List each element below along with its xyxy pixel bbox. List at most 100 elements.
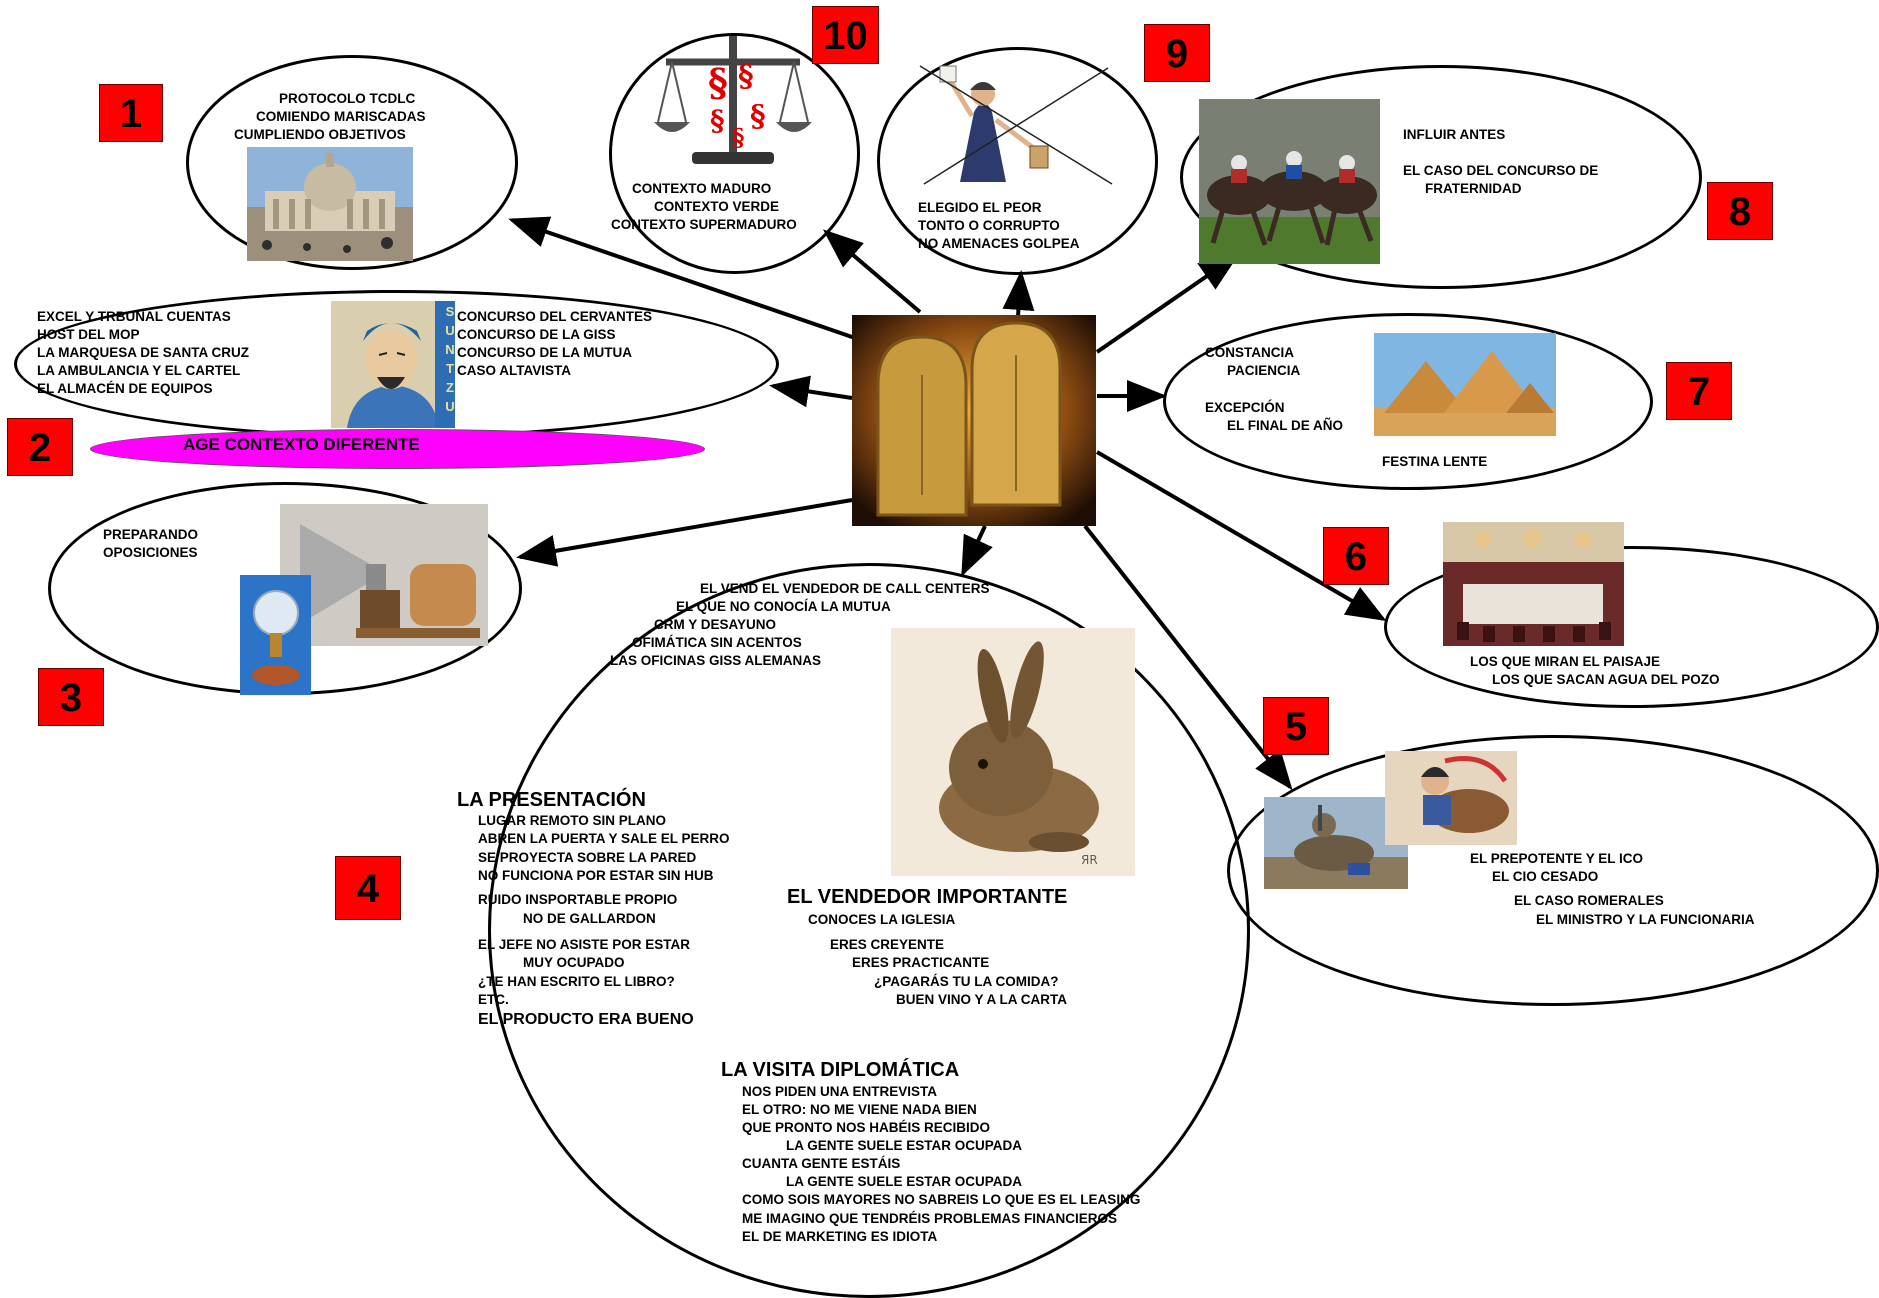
node-2-left-line: LA AMBULANCIA Y EL CARTEL (37, 363, 241, 378)
presentacion-line: ETC. (478, 992, 509, 1007)
meeting-room-image (1443, 522, 1624, 646)
visita-line: NOS PIDEN UNA ENTREVISTA (742, 1084, 938, 1099)
number-badge-1: 1 (99, 84, 163, 142)
number-badge-7: 7 (1666, 362, 1732, 420)
arrow-to-1 (508, 216, 856, 340)
svg-text:§: § (708, 60, 728, 105)
node-6-line: LOS QUE SACAN AGUA DEL POZO (1492, 672, 1720, 687)
node-1-oval (186, 55, 518, 270)
visita-line: COMO SOIS MAYORES NO SABREIS LO QUE ES E… (742, 1192, 1141, 1207)
number-badge-6: 6 (1323, 527, 1389, 585)
presentacion-line: LUGAR REMOTO SIN PLANO (478, 813, 667, 828)
node-2-left-line: LA MARQUESA DE SANTA CRUZ (37, 345, 249, 360)
hare-image: ЯR (891, 628, 1135, 876)
presentacion-line: ¿TE HAN ESCRITO EL LIBRO? (478, 974, 675, 989)
presentacion-line: ABREN LA PUERTA Y SALE EL PERRO (478, 831, 730, 846)
node-2-right-line: CASO ALTAVISTA (457, 363, 571, 378)
node-10-oval (609, 33, 860, 274)
crossed-out-friar-image (912, 60, 1120, 190)
arrow-to-5 (1083, 524, 1293, 791)
svg-text:§: § (750, 99, 766, 134)
node-2-right-line: CONCURSO DEL CERVANTES (457, 309, 653, 324)
visita-line: EL DE MARKETING ES IDIOTA (742, 1229, 938, 1244)
node-8-line: EL CASO DEL CONCURSO DE (1403, 163, 1599, 178)
vendedor-line: ERES CREYENTE (830, 937, 945, 952)
arrow-to-10 (822, 229, 922, 314)
arrow-to-8 (1095, 253, 1240, 354)
presentacion-line: SE PROYECTA SOBRE LA PARED (478, 850, 697, 865)
node-8-line: FRATERNIDAD (1425, 181, 1522, 196)
node-7-line: FESTINA LENTE (1382, 454, 1488, 469)
sun-tzu-portrait-image (331, 301, 455, 428)
stone-tablets-image (852, 315, 1096, 526)
arrow-to-2 (769, 375, 853, 408)
node-9-line: NO AMENACES GOLPEA (918, 236, 1080, 251)
node-7-line: PACIENCIA (1227, 363, 1301, 378)
node-1-line: PROTOCOLO TCDLC (279, 91, 416, 106)
node-2-left-line: EXCEL Y TRBUNAL CUENTAS (37, 309, 231, 324)
node-5-line: EL MINISTRO Y LA FUNCIONARIA (1536, 912, 1755, 927)
node-2-left-line: HOST DEL MOP (37, 327, 140, 342)
node-7-oval (1163, 313, 1653, 490)
node-8-oval (1180, 65, 1702, 289)
presentacion-line: RUIDO INSPORTABLE PROPIO (478, 892, 678, 907)
number-badge-3: 3 (38, 668, 104, 726)
number-badge-4: 4 (335, 856, 401, 920)
node-1-line: COMIENDO MARISCADAS (256, 109, 426, 124)
vendedor-line: CONOCES LA IGLESIA (808, 912, 956, 927)
visita-line: LA GENTE SUELE ESTAR OCUPADA (786, 1174, 1023, 1189)
number-badge-8: 8 (1707, 182, 1773, 240)
presentacion-line: NO FUNCIONA POR ESTAR SIN HUB (478, 868, 714, 883)
vendedor-title: EL VENDEDOR IMPORTANTE (787, 886, 1068, 908)
arrow-to-6 (1095, 450, 1387, 622)
number-badge-2: 2 (7, 418, 73, 476)
visita-title: LA VISITA DIPLOMÁTICA (721, 1059, 960, 1081)
node-1-line: CUMPLIENDO OBJETIVOS (234, 127, 406, 142)
node-4-top-line: OFIMÁTICA SIN ACENTOS (632, 635, 802, 650)
node-3-line: PREPARANDO (103, 527, 199, 542)
horse-race-image (1199, 99, 1380, 264)
node-2-right-line: CONCURSO DE LA GISS (457, 327, 616, 342)
visita-line: QUE PRONTO NOS HABÉIS RECIBIDO (742, 1120, 991, 1135)
battle-image (1264, 797, 1408, 889)
node-5-line: EL CASO ROMERALES (1514, 893, 1664, 908)
node-2-right-line: CONCURSO DE LA MUTUA (457, 345, 632, 360)
pyramids-image (1374, 333, 1556, 436)
presentacion-title: LA PRESENTACIÓN (457, 789, 646, 811)
number-badge-5: 5 (1263, 697, 1329, 755)
visita-line: LA GENTE SUELE ESTAR OCUPADA (786, 1138, 1023, 1153)
svg-text:§: § (710, 104, 725, 137)
node-5-line: EL CIO CESADO (1492, 869, 1599, 884)
presentacion-line: EL JEFE NO ASISTE POR ESTAR (478, 937, 691, 952)
node-2-banner (90, 429, 705, 469)
scales-of-justice-image: § § § § § (652, 22, 814, 172)
node-2-banner-label: AGE CONTEXTO DIFERENTE (183, 435, 420, 454)
node-9-oval (877, 47, 1158, 275)
node-4-top-line: CRM Y DESAYUNO (654, 617, 777, 632)
node-4-oval (488, 563, 1250, 1298)
node-10-line: CONTEXTO VERDE (654, 199, 780, 214)
arrow-to-9 (1002, 270, 1035, 317)
svg-text:§: § (732, 123, 745, 152)
node-10-line: CONTEXTO MADURO (632, 181, 772, 196)
vendedor-line: BUEN VINO Y A LA CARTA (896, 992, 1068, 1007)
vendedor-line: ¿PAGARÁS TU LA COMIDA? (874, 974, 1059, 989)
node-4-top-line: EL QUE NO CONOCÍA LA MUTUA (676, 599, 891, 614)
node-2-left-line: EL ALMACÉN DE EQUIPOS (37, 381, 213, 396)
node-6-oval (1384, 546, 1879, 708)
node-6-line: LOS QUE MIRAN EL PAISAJE (1470, 654, 1661, 669)
light-bulb-image (240, 575, 311, 695)
svg-text:ЯR: ЯR (1081, 853, 1098, 867)
node-10-line: CONTEXTO SUPERMADURO (611, 217, 797, 232)
node-5-line: EL PREPOTENTE Y EL ICO (1470, 851, 1644, 866)
vendedor-line: ERES PRACTICANTE (852, 955, 990, 970)
svg-text:§: § (738, 59, 754, 94)
node-8-line: INFLUIR ANTES (1403, 127, 1506, 142)
node-3-line: OPOSICIONES (103, 545, 198, 560)
node-7-line: EL FINAL DE AÑO (1227, 418, 1344, 433)
presentacion-line: NO DE GALLARDON (523, 911, 656, 926)
warrior-image (1385, 751, 1517, 845)
visita-line: CUANTA GENTE ESTÁIS (742, 1156, 901, 1171)
